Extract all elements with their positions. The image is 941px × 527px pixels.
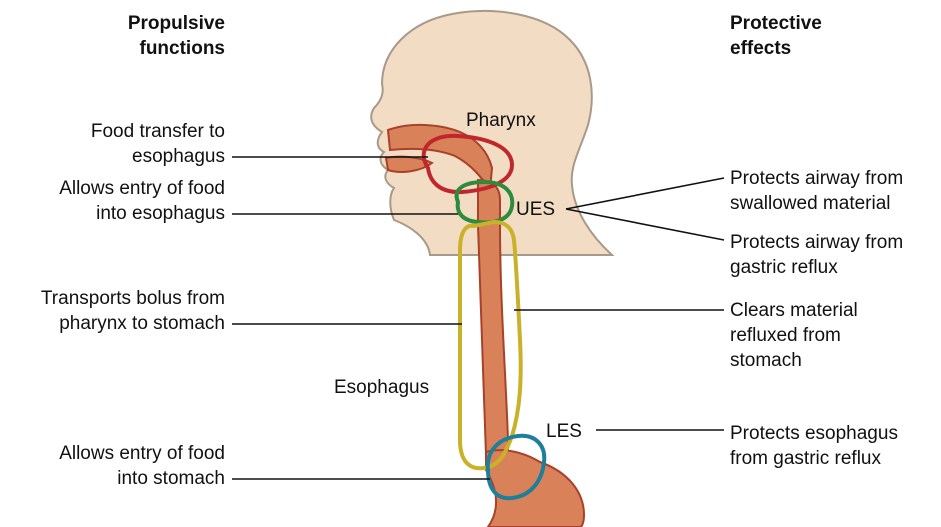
right-item-esophagus-reflux: Protects esophagus from gastric reflux	[730, 423, 898, 469]
left-item-entry-stomach: Allows entry of food into stomach	[59, 443, 225, 489]
leader-lines	[232, 156, 725, 480]
right-column-header: Protective effects	[730, 13, 822, 59]
left-item-transports-bolus: Transports bolus from pharynx to stomach	[40, 288, 225, 334]
les-label: LES	[546, 421, 582, 442]
les-outline	[485, 433, 547, 501]
esophagus-label: Esophagus	[334, 377, 430, 398]
left-item-food-transfer: Food transfer to esophagus	[90, 121, 225, 167]
esophagus-tube	[477, 178, 509, 456]
esophagus-outline	[458, 219, 523, 471]
leader-ues-airway-1	[565, 177, 725, 210]
pharynx-label: Pharynx	[466, 110, 536, 131]
right-item-airway-swallowed: Protects airway from swallowed material	[730, 168, 904, 214]
left-column-header: Propulsive functions	[127, 13, 225, 59]
head-silhouette	[370, 10, 615, 256]
ues-label: UES	[516, 199, 556, 220]
left-item-entry-esophagus: Allows entry of food into esophagus	[59, 178, 225, 224]
right-item-clears-material: Clears material refluxed from stomach	[730, 300, 858, 371]
ues-outline	[454, 179, 515, 225]
leader-ues-airway-2	[565, 208, 725, 241]
pharynx-outline	[421, 133, 515, 195]
right-item-airway-reflux: Protects airway from gastric reflux	[730, 232, 904, 278]
